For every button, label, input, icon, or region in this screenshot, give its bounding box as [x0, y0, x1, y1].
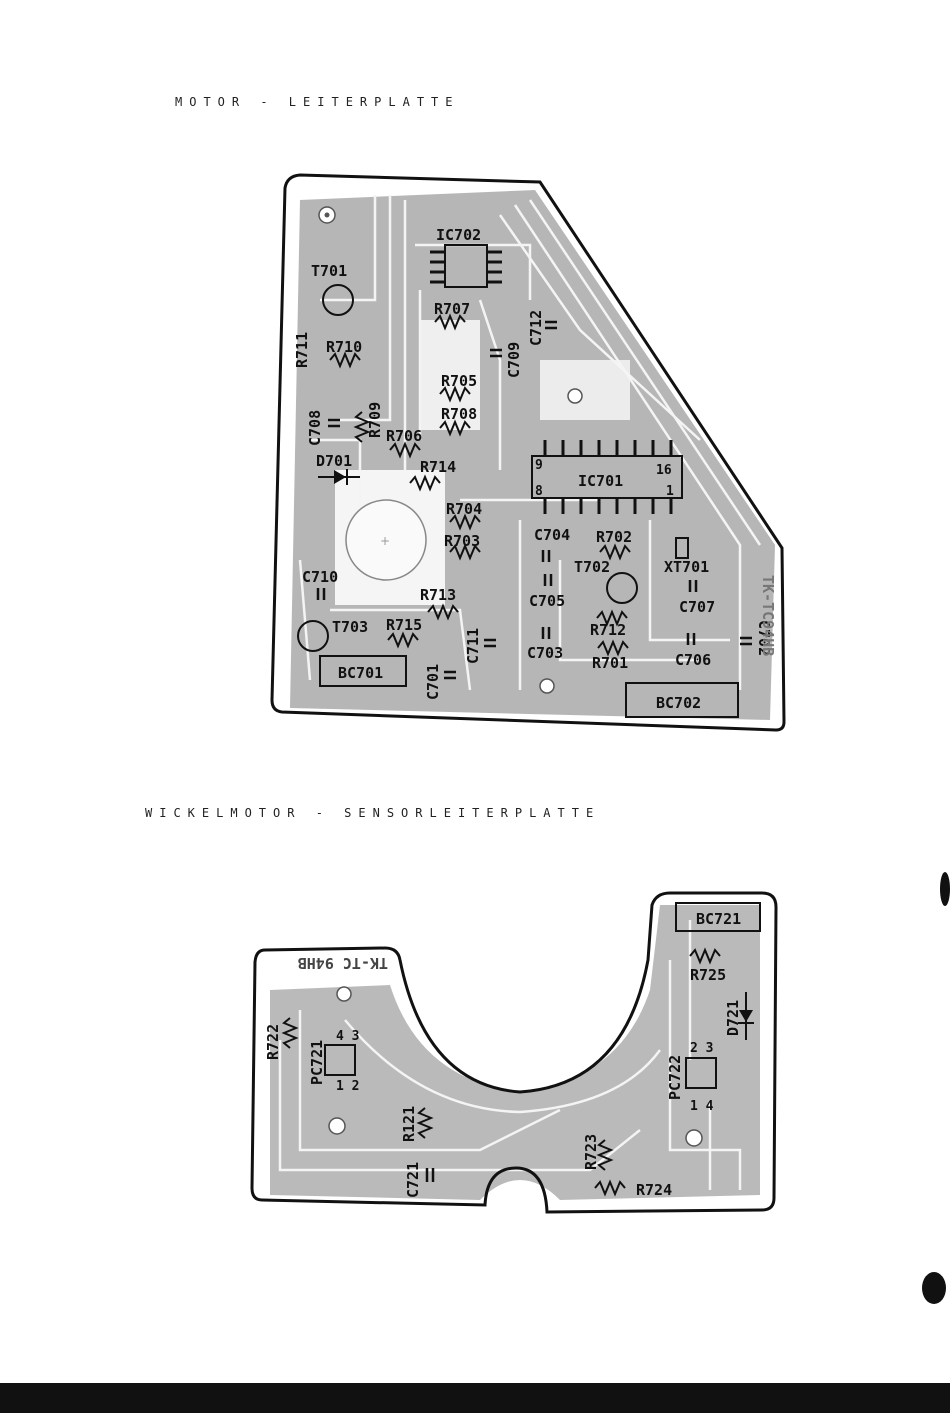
motor-board-id: TK-TC94HB [759, 575, 777, 656]
motor-board-outline [270, 173, 786, 732]
d721-label: D721 [724, 1000, 742, 1036]
scan-edge-mark [940, 872, 950, 906]
winding-board-id: TK-TC 94HB [298, 954, 388, 972]
motor-board-heading: MOTOR - LEITERPLATTE [175, 95, 460, 109]
mounting-hole [685, 1129, 703, 1147]
c703-label: C703 [527, 644, 563, 662]
c706-label: C706 [675, 651, 711, 669]
d721-symbol [738, 992, 754, 1040]
winding-board-heading: WICKELMOTOR - SENSORLEITERPLATTE [145, 806, 601, 820]
c721-label: C721 [404, 1162, 422, 1198]
r701-label: R701 [592, 654, 628, 672]
pc722-label: PC722 [666, 1055, 684, 1100]
t701-label: T701 [311, 262, 347, 280]
xt701-label: XT701 [664, 558, 709, 576]
r724-label: R724 [636, 1181, 672, 1199]
r710-label: R710 [326, 338, 362, 356]
bc721-connector [675, 902, 761, 932]
pc721-pins-bottom: 1 2 [336, 1079, 359, 1094]
t701-symbol [322, 284, 354, 316]
mounting-hole [336, 986, 352, 1002]
r712-label: R712 [590, 621, 626, 639]
r723-label: R723 [582, 1134, 600, 1170]
c705-label: C705 [529, 592, 565, 610]
mounting-hole [539, 678, 555, 694]
ic701-pin9: 9 [535, 458, 543, 473]
svg-text:+: + [380, 534, 390, 548]
winding-trace [278, 1040, 641, 1172]
t703-label: T703 [332, 618, 368, 636]
c704-label: C704 [534, 526, 570, 544]
c707-label: C707 [679, 598, 715, 616]
t702-label: T702 [574, 558, 610, 576]
c709-label: C709 [505, 342, 523, 378]
bc721-label: BC721 [696, 910, 741, 928]
ic701-pin8: 8 [535, 484, 543, 499]
xt701-symbol [675, 537, 689, 559]
r725-label: R725 [690, 966, 726, 984]
capacitor-symbols [316, 320, 752, 680]
winding-board: PC721 PC722 4 3 1 2 2 3 1 4 R722 R121 R7… [250, 891, 778, 1214]
resistor-symbols [329, 313, 631, 657]
pc722-pins-top: 2 3 [690, 1041, 713, 1056]
r709-label: R709 [366, 402, 384, 438]
r722-label: R722 [264, 1024, 282, 1060]
mounting-hole [328, 1117, 346, 1135]
c711-label: C711 [464, 628, 482, 664]
c708-label: C708 [306, 410, 324, 446]
motor-board-traces [298, 195, 762, 691]
r705-label: R705 [441, 372, 477, 390]
pc722-pins-bottom: 1 4 [690, 1099, 714, 1114]
r706-label: R706 [386, 427, 422, 445]
d701-symbol [318, 469, 360, 485]
bc702-label: BC702 [656, 694, 701, 712]
r713-label: R713 [420, 586, 456, 604]
ic702-package [444, 244, 488, 288]
motor-board: + IC702 IC701 9 8 16 1 T7 [270, 173, 786, 732]
mounting-hole [567, 388, 583, 404]
c702-label: C702 [755, 620, 773, 656]
resistor-symbols [281, 947, 721, 1197]
bc701-connector [319, 655, 407, 687]
winding-board-outline [250, 891, 778, 1214]
t702-symbol [606, 572, 638, 604]
r721-label: R121 [400, 1106, 418, 1142]
t703-symbol [297, 620, 329, 652]
scan-edge-mark [922, 1272, 946, 1304]
winding-trace [344, 1019, 662, 1114]
motor-shaft-hole [345, 499, 427, 581]
r708-label: R708 [441, 405, 477, 423]
pc721-label: PC721 [308, 1040, 326, 1085]
r707-label: R707 [434, 300, 470, 318]
r711-label: R711 [293, 332, 311, 368]
r704-label: R704 [446, 500, 482, 518]
pc722-sensor [685, 1057, 717, 1089]
winding-trace [668, 960, 742, 1190]
pc721-sensor [324, 1044, 356, 1076]
ic701-package [531, 455, 683, 499]
pc721-pins-top: 4 3 [336, 1029, 359, 1044]
r702-label: R702 [596, 528, 632, 546]
c721-symbol [425, 1168, 435, 1182]
bc701-label: BC701 [338, 664, 383, 682]
motor-board-clear-area [420, 320, 480, 430]
winding-board-copper-area [270, 905, 760, 1200]
winding-trace [298, 1010, 561, 1152]
scan-bottom-edge [0, 1383, 950, 1413]
c712-label: C712 [527, 310, 545, 346]
ic702-label: IC702 [436, 226, 481, 244]
r703-label: R703 [444, 532, 480, 550]
motor-board-clear-area [540, 360, 630, 420]
r715-label: R715 [386, 616, 422, 634]
r714-label: R714 [420, 458, 456, 476]
bc702-connector [625, 682, 739, 718]
c710-label: C710 [302, 568, 338, 586]
ic701-pin16: 16 [656, 463, 672, 478]
c701-label: C701 [424, 664, 442, 700]
d701-label: D701 [316, 452, 352, 470]
ic701-pin1: 1 [666, 484, 674, 499]
ic701-label: IC701 [578, 472, 623, 490]
